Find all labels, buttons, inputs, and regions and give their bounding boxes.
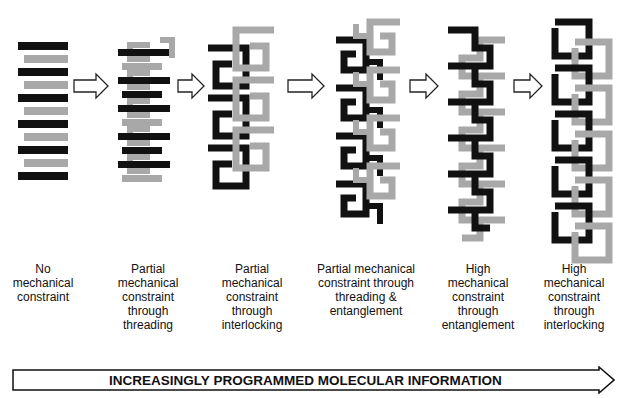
molecule-strand — [370, 118, 400, 148]
molecule-strand — [366, 206, 380, 224]
stage-caption: Partial mechanical constraint through th… — [109, 262, 187, 332]
molecule-strand — [336, 136, 366, 166]
molecule-bar — [18, 68, 68, 76]
molecule-strand — [370, 70, 400, 100]
step-arrow — [514, 74, 542, 98]
molecule-strand — [575, 226, 609, 260]
step-arrow — [178, 74, 204, 98]
step-arrow — [288, 74, 324, 98]
stage-caption: Partial mechanical constraint through th… — [312, 262, 420, 318]
molecule-bar — [122, 119, 162, 126]
molecule-strand — [370, 166, 400, 196]
molecule-bar — [24, 55, 68, 63]
molecule-bar — [18, 146, 68, 154]
molecule-bar — [118, 161, 170, 168]
stage-caption: High mechanical constraint through entan… — [436, 262, 520, 332]
molecule-bar — [122, 63, 162, 70]
molecule-strand — [356, 72, 370, 84]
progress-arrow: INCREASINGLY PROGRAMMED MOLECULAR INFORM… — [12, 366, 615, 394]
step-arrow — [74, 74, 108, 98]
molecule-bar — [18, 42, 68, 50]
molecule-strand — [356, 120, 370, 132]
stage-caption: High mechanical constraint through inter… — [534, 262, 614, 332]
stage-caption: No mechanical constraint — [4, 262, 82, 304]
arrow-shape — [13, 367, 614, 393]
molecule-strand — [356, 168, 370, 180]
molecule-bar — [122, 91, 162, 98]
molecule-strand — [336, 88, 366, 118]
molecule-bar — [24, 159, 68, 167]
molecule-strand — [448, 30, 490, 228]
molecule-strand — [236, 30, 274, 68]
arrow-label: INCREASINGLY PROGRAMMED MOLECULAR INFORM… — [12, 366, 599, 388]
molecule-bar — [118, 77, 170, 84]
molecule-strand — [236, 130, 274, 168]
molecule-bar — [122, 147, 162, 154]
molecule-bar — [18, 94, 68, 102]
molecule-strand — [370, 22, 400, 52]
molecule-bar — [24, 107, 68, 115]
step-arrow — [410, 74, 438, 98]
molecule-bar — [118, 105, 170, 112]
molecule-strand — [336, 184, 366, 214]
molecule-bar — [18, 120, 68, 128]
molecule-bar — [24, 81, 68, 89]
molecule-bar — [122, 175, 162, 182]
stage-caption: Partial mechanical constraint through in… — [213, 262, 291, 332]
molecule-strand — [336, 40, 366, 70]
molecule-bar — [118, 49, 170, 56]
molecule-strand — [160, 40, 172, 58]
molecule-strand — [236, 80, 274, 118]
molecule-bar — [118, 133, 170, 140]
molecule-bar — [24, 133, 68, 141]
molecule-strand — [356, 24, 370, 36]
molecule-bar — [18, 172, 68, 180]
